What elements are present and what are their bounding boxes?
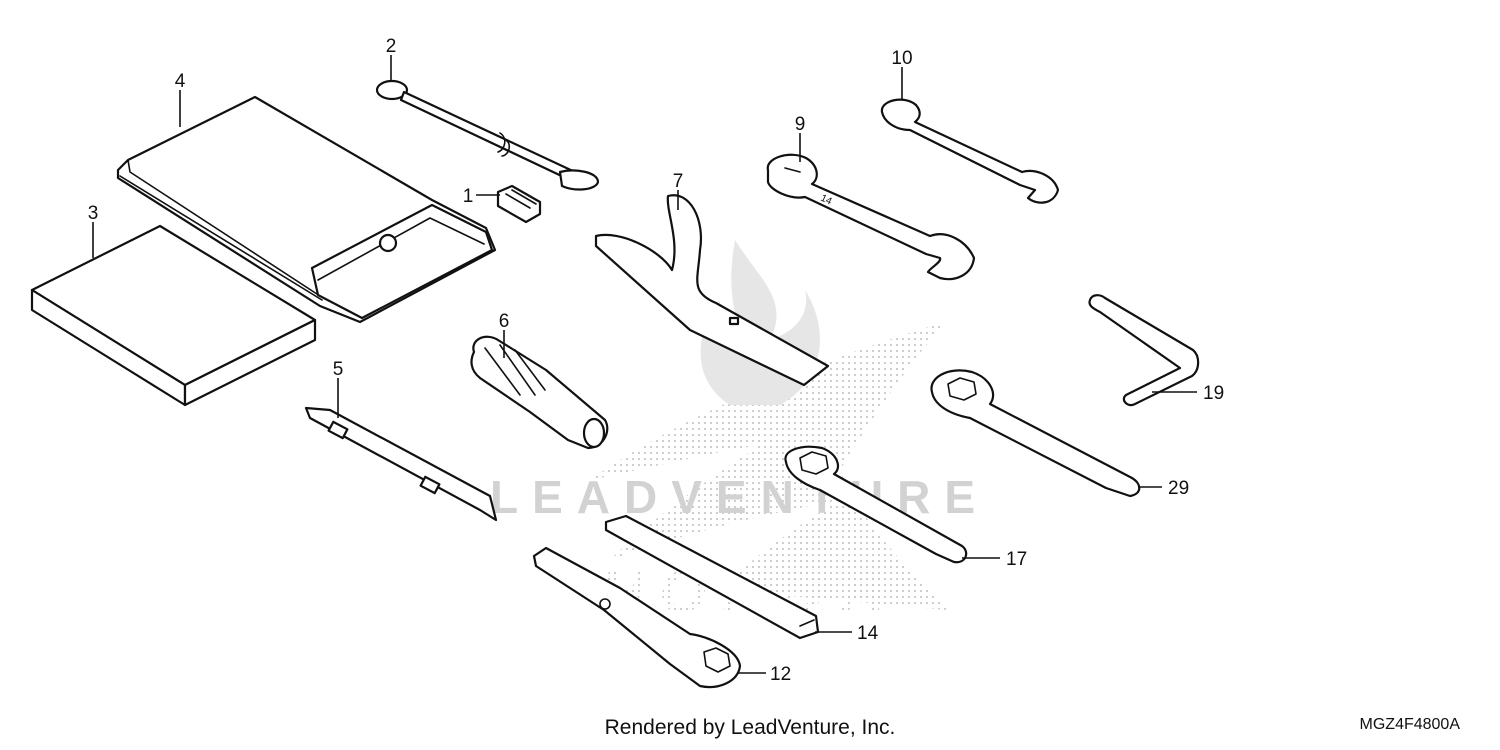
part-17-box-wrench: [784, 445, 968, 564]
callout-7: 7: [673, 171, 684, 192]
part-29-box-wrench: [930, 369, 1141, 498]
diagram-code: MGZ4F4800A: [1359, 716, 1460, 733]
callout-3: 3: [88, 203, 99, 224]
leader-lines: [92, 55, 1197, 674]
callout-29: 29: [1168, 478, 1189, 499]
watermark-text: LEADVENTURE: [490, 471, 989, 523]
footer-credit: Rendered by LeadVenture, Inc.: [604, 716, 896, 739]
honda-wing-logo-icon: [590, 322, 948, 610]
part-1-clip: [496, 184, 542, 224]
callout-6: 6: [499, 311, 510, 332]
callout-17: 17: [1006, 549, 1027, 570]
part-6-screwdriver-handle: [470, 335, 609, 450]
callout-2: 2: [386, 36, 397, 57]
callout-4: 4: [175, 71, 186, 92]
part-2-helmet-cable: [375, 79, 600, 191]
callout-10: 10: [891, 48, 912, 69]
part-10-small-wrench: [880, 98, 1060, 204]
callout-1: 1: [463, 186, 474, 207]
part-19-hex-key: [1088, 294, 1200, 407]
callout-19: 19: [1203, 383, 1224, 404]
watermark: LEADVENTURE HONDA: [490, 240, 989, 625]
part-3-manual-book: [30, 224, 317, 407]
callout-labels: 2 4 3 1 5 6 7 9 10 12 14 17 19 29: [88, 36, 1224, 685]
part-9-open-wrench: 14: [766, 153, 976, 281]
part-12-socket-wrench: [532, 546, 742, 689]
callout-9: 9: [795, 114, 806, 135]
part-5-screwdriver-bit: [304, 406, 498, 522]
callout-14: 14: [857, 623, 879, 644]
callout-5: 5: [333, 359, 344, 380]
callout-12: 12: [770, 664, 791, 685]
svg-text:14: 14: [819, 193, 834, 208]
part-4-tool-bag: [116, 95, 497, 324]
